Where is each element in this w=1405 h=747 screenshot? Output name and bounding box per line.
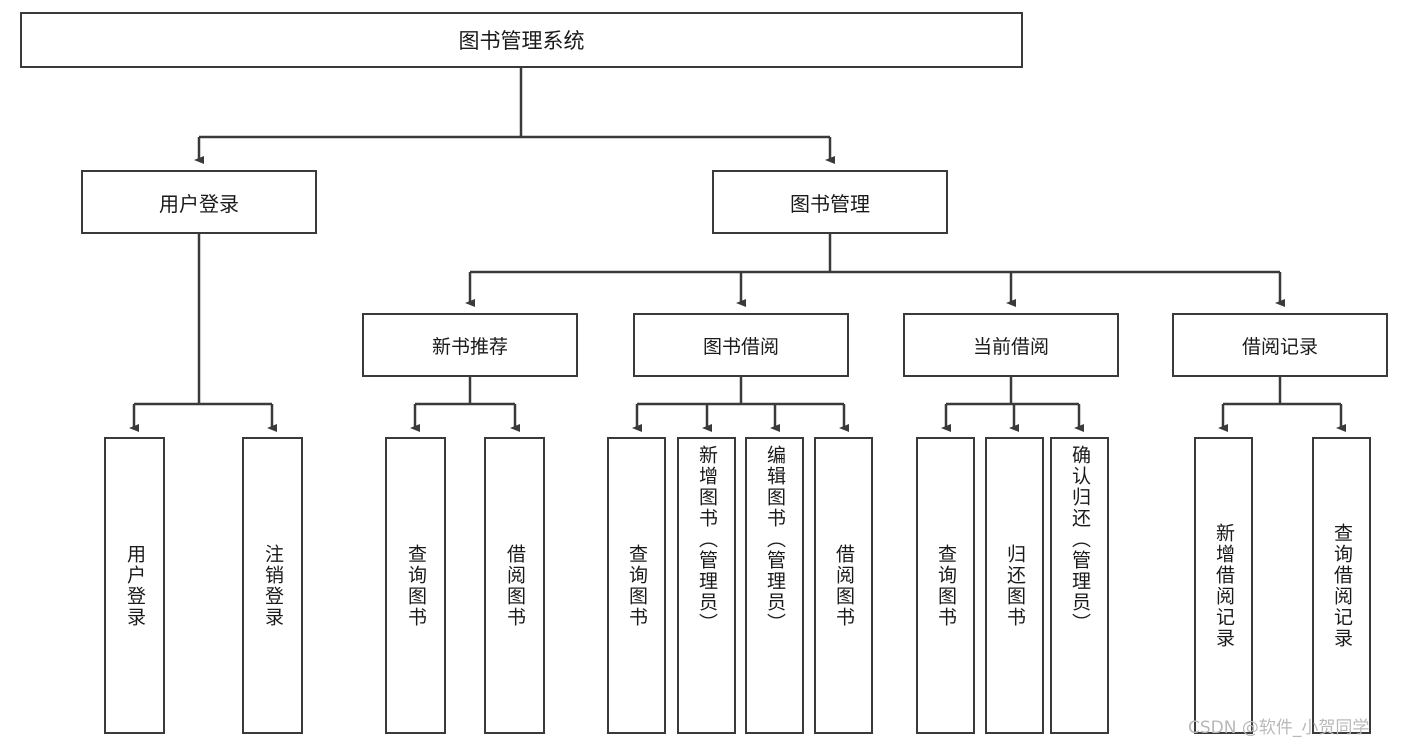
leaf-query-borrow-record-label: 查询借阅记录 (1331, 522, 1353, 649)
node-borrow-record[interactable]: 借阅记录 (1172, 313, 1388, 377)
leaf-edit-book-admin[interactable]: 编辑图书（管理员） (745, 437, 804, 734)
leaf-borrow-book-label: 借阅图书 (833, 543, 855, 628)
leaf-return-book[interactable]: 归还图书 (985, 437, 1044, 734)
leaf-add-book-admin-label: 新增图书（管理员） (696, 445, 718, 634)
leaf-borrow-book[interactable]: 借阅图书 (814, 437, 873, 734)
leaf-query-borrow-record[interactable]: 查询借阅记录 (1312, 437, 1371, 734)
leaf-logout[interactable]: 注销登录 (242, 437, 303, 734)
node-root-label: 图书管理系统 (458, 29, 585, 53)
leaf-user-login-label: 用户登录 (124, 543, 146, 628)
node-user-login-label: 用户登录 (159, 191, 239, 216)
node-current-borrow[interactable]: 当前借阅 (903, 313, 1119, 377)
leaf-logout-label: 注销登录 (262, 543, 284, 628)
node-book-borrow-label: 图书借阅 (702, 335, 779, 358)
node-book-management[interactable]: 图书管理 (712, 170, 948, 234)
node-new-book-recommend[interactable]: 新书推荐 (362, 313, 578, 377)
leaf-add-borrow-record[interactable]: 新增借阅记录 (1194, 437, 1253, 734)
node-borrow-record-label: 借阅记录 (1241, 335, 1318, 358)
leaf-edit-book-admin-label: 编辑图书（管理员） (764, 445, 786, 634)
node-current-borrow-label: 当前借阅 (972, 335, 1049, 358)
leaf-borrow-book-recommend-label: 借阅图书 (504, 543, 526, 628)
leaf-add-borrow-record-label: 新增借阅记录 (1213, 522, 1235, 649)
leaf-query-book-current[interactable]: 查询图书 (916, 437, 975, 734)
node-book-management-label: 图书管理 (790, 191, 870, 216)
node-book-borrow[interactable]: 图书借阅 (633, 313, 849, 377)
leaf-query-book-recommend[interactable]: 查询图书 (385, 437, 446, 734)
watermark: CSDN @软件_小贺同学 (1188, 718, 1370, 738)
leaf-query-book-current-label: 查询图书 (935, 543, 957, 628)
node-user-login[interactable]: 用户登录 (81, 170, 317, 234)
leaf-query-book-borrow-label: 查询图书 (626, 543, 648, 628)
node-root[interactable]: 图书管理系统 (20, 12, 1023, 68)
leaf-query-book-borrow[interactable]: 查询图书 (607, 437, 666, 734)
leaf-user-login[interactable]: 用户登录 (104, 437, 165, 734)
node-new-book-recommend-label: 新书推荐 (431, 335, 508, 358)
leaf-query-book-recommend-label: 查询图书 (405, 543, 427, 628)
leaf-confirm-return-admin[interactable]: 确认归还（管理员） (1050, 437, 1109, 734)
leaf-return-book-label: 归还图书 (1004, 543, 1026, 628)
leaf-borrow-book-recommend[interactable]: 借阅图书 (484, 437, 545, 734)
leaf-confirm-return-admin-label: 确认归还（管理员） (1069, 445, 1091, 634)
leaf-add-book-admin[interactable]: 新增图书（管理员） (677, 437, 736, 734)
